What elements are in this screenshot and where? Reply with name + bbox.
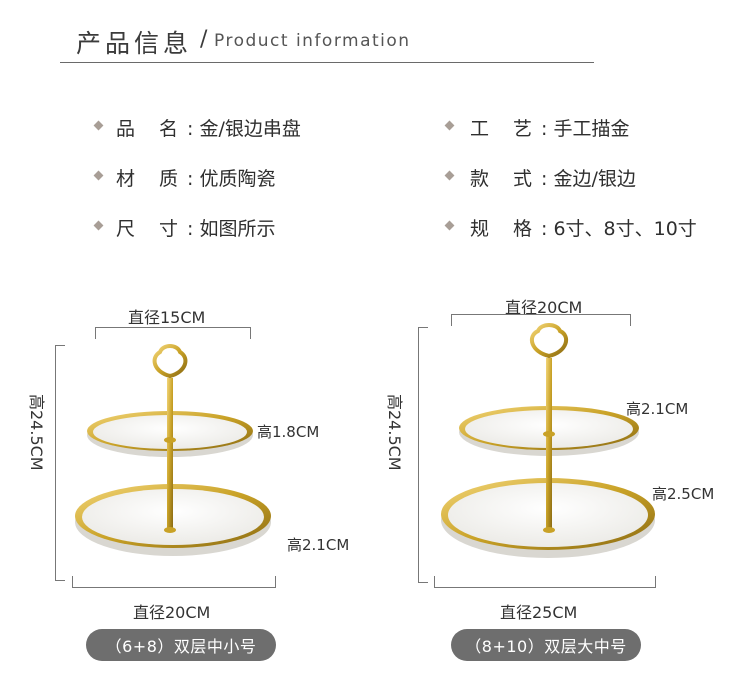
title-underline <box>60 62 594 63</box>
spec-colon: : <box>187 168 194 190</box>
overall-height-label: 高24.5CM <box>27 394 46 471</box>
bracket-tick <box>655 576 656 588</box>
bracket-tick <box>95 327 96 339</box>
spec-material: 材 质:优质陶瓷 <box>116 164 275 191</box>
spec-specification: 规 格:6寸、8寸、10寸 <box>470 214 697 241</box>
spec-value: 手工描金 <box>553 118 630 140</box>
spec-key: 款 式 <box>470 168 542 190</box>
cake-stand-small-image <box>75 344 271 556</box>
bottom-plate-height-label: 高2.5CM <box>652 485 715 503</box>
cake-stand-large-image <box>441 323 655 558</box>
top-diameter-bracket <box>451 314 631 315</box>
top-diameter-label: 直径15CM <box>128 308 206 327</box>
bracket-tick <box>275 576 276 588</box>
bullet-diamond-icon <box>93 120 104 131</box>
bracket-tick <box>55 580 65 581</box>
spec-colon: : <box>187 218 194 240</box>
bullet-diamond-icon <box>444 170 455 181</box>
bottom-diameter-bracket <box>434 587 656 588</box>
spec-value: 金/银边串盘 <box>199 118 301 140</box>
top-diameter-label: 直径20CM <box>505 298 583 317</box>
spec-colon: : <box>541 168 548 190</box>
top-plate-height-label: 高2.1CM <box>626 400 689 418</box>
spec-key: 品 名 <box>116 118 188 140</box>
bullet-diamond-icon <box>93 170 104 181</box>
bracket-tick <box>418 582 428 583</box>
spec-colon: : <box>541 218 548 240</box>
bracket-tick <box>55 345 65 346</box>
spec-colon: : <box>187 118 194 140</box>
spec-size: 尺 寸:如图所示 <box>116 214 275 241</box>
bracket-tick <box>418 327 428 328</box>
bottom-diameter-label: 直径20CM <box>133 603 211 622</box>
size-tag-small: （6+8）双层中小号 <box>86 629 276 661</box>
bracket-tick <box>250 327 251 339</box>
height-bracket <box>55 345 56 580</box>
bullet-diamond-icon <box>444 220 455 231</box>
section-title-en: Product information <box>214 31 411 51</box>
bullet-diamond-icon <box>93 220 104 231</box>
title-separator: / <box>200 27 208 52</box>
spec-key: 尺 寸 <box>116 218 188 240</box>
spec-key: 规 格 <box>470 218 542 240</box>
spec-value: 金边/银边 <box>553 168 636 190</box>
bullet-diamond-icon <box>444 120 455 131</box>
section-title-cn: 产品信息 <box>76 29 193 58</box>
spec-value: 优质陶瓷 <box>199 168 276 190</box>
bracket-tick <box>630 314 631 326</box>
spec-style: 款 式:金边/银边 <box>470 164 636 191</box>
bottom-plate-height-label: 高2.1CM <box>287 536 350 554</box>
top-diameter-bracket <box>95 327 251 328</box>
bottom-diameter-bracket <box>72 587 276 588</box>
spec-colon: : <box>541 118 548 140</box>
top-plate-height-label: 高1.8CM <box>257 423 320 441</box>
spec-product-name: 品 名:金/银边串盘 <box>116 114 301 141</box>
size-tag-large: （8+10）双层大中号 <box>451 629 641 661</box>
bracket-tick <box>72 576 73 588</box>
height-bracket <box>418 327 419 582</box>
bracket-tick <box>434 576 435 588</box>
bracket-tick <box>451 314 452 326</box>
spec-craft: 工 艺:手工描金 <box>470 114 629 141</box>
spec-value: 如图所示 <box>199 218 276 240</box>
spec-value: 6寸、8寸、10寸 <box>553 218 697 240</box>
bottom-diameter-label: 直径25CM <box>500 603 578 622</box>
spec-key: 材 质 <box>116 168 188 190</box>
spec-key: 工 艺 <box>470 118 542 140</box>
overall-height-label: 高24.5CM <box>385 394 404 471</box>
